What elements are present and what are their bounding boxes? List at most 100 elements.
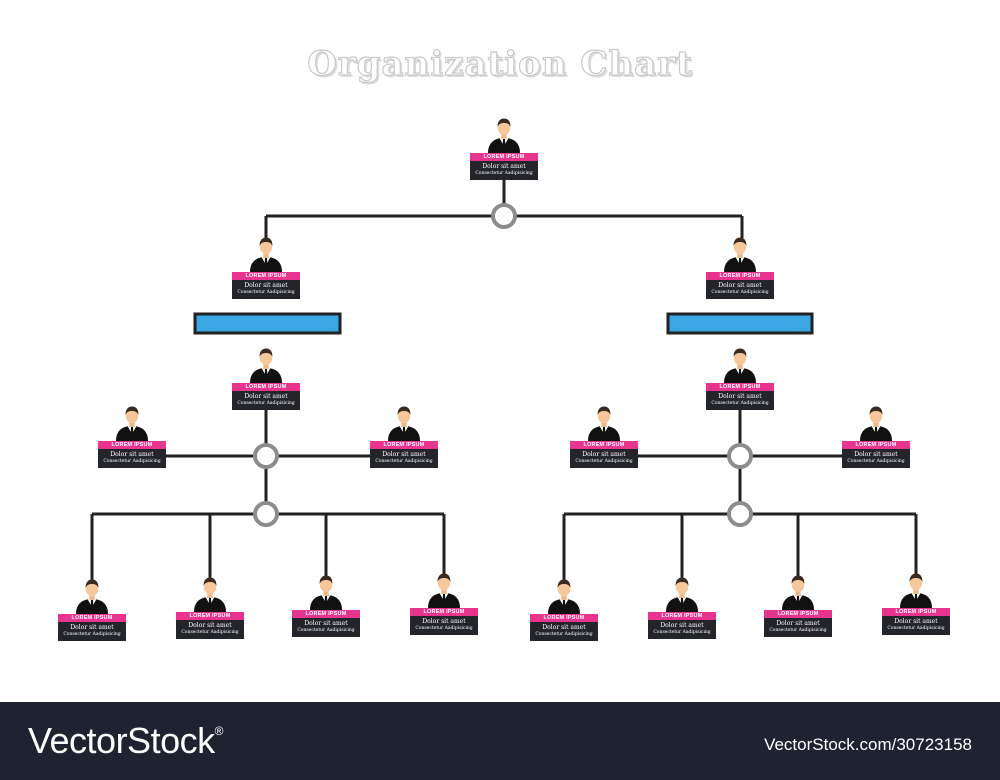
card-description: Consectetur Aadipisicing	[103, 459, 161, 464]
person-card-2: LOREM IPSUM Dolor sit amet Consectetur A…	[232, 236, 300, 299]
card-description: Consectetur Aadipisicing	[847, 459, 905, 464]
card-body: Dolor sit amet Consectetur Aadipisicing	[764, 618, 832, 637]
card-header-label: LOREM IPSUM	[470, 153, 538, 161]
card-body: Dolor sit amet Consectetur Aadipisicing	[706, 391, 774, 410]
card-description: Consectetur Aadipisicing	[375, 459, 433, 464]
person-icon	[724, 237, 756, 272]
person-icon	[666, 577, 698, 612]
person-icon	[782, 575, 814, 610]
card-header-label: LOREM IPSUM	[648, 612, 716, 620]
hub-circle-right-bottom	[727, 501, 753, 527]
card-header-label: LOREM IPSUM	[292, 610, 360, 618]
card-description: Consectetur Aadipisicing	[237, 401, 295, 406]
card-body: Dolor sit amet Consectetur Aadipisicing	[98, 449, 166, 468]
person-card-14: LOREM IPSUM Dolor sit amet Consectetur A…	[530, 578, 598, 641]
person-card-13: LOREM IPSUM Dolor sit amet Consectetur A…	[410, 572, 478, 635]
image-id: VectorStock.com/30723158	[764, 735, 972, 754]
card-body: Dolor sit amet Consectetur Aadipisicing	[58, 622, 126, 641]
card-description: Consectetur Aadipisicing	[181, 630, 239, 635]
card-name: Dolor sit amet	[894, 618, 938, 625]
card-body: Dolor sit amet Consectetur Aadipisicing	[232, 391, 300, 410]
card-name: Dolor sit amet	[718, 393, 762, 400]
card-description: Consectetur Aadipisicing	[475, 171, 533, 176]
card-header-label: LOREM IPSUM	[882, 608, 950, 616]
card-name: Dolor sit amet	[188, 622, 232, 629]
card-body: Dolor sit amet Consectetur Aadipisicing	[470, 161, 538, 180]
chart-title: Organization Chart	[307, 43, 693, 84]
card-header-label: LOREM IPSUM	[232, 383, 300, 391]
card-header-label: LOREM IPSUM	[706, 272, 774, 280]
card-body: Dolor sit amet Consectetur Aadipisicing	[706, 280, 774, 299]
person-card-8: LOREM IPSUM Dolor sit amet Consectetur A…	[570, 405, 638, 468]
card-body: Dolor sit amet Consectetur Aadipisicing	[530, 622, 598, 641]
card-name: Dolor sit amet	[110, 451, 154, 458]
card-body: Dolor sit amet Consectetur Aadipisicing	[232, 280, 300, 299]
person-icon	[428, 573, 460, 608]
card-name: Dolor sit amet	[776, 620, 820, 627]
person-card-6: LOREM IPSUM Dolor sit amet Consectetur A…	[98, 405, 166, 468]
card-description: Consectetur Aadipisicing	[653, 630, 711, 635]
card-header-label: LOREM IPSUM	[706, 383, 774, 391]
card-header-label: LOREM IPSUM	[570, 441, 638, 449]
person-icon	[194, 577, 226, 612]
hub-circle-right-middle	[727, 443, 753, 469]
card-description: Consectetur Aadipisicing	[237, 290, 295, 295]
card-name: Dolor sit amet	[582, 451, 626, 458]
card-header-label: LOREM IPSUM	[764, 610, 832, 618]
card-body: Dolor sit amet Consectetur Aadipisicing	[410, 616, 478, 635]
card-header-label: LOREM IPSUM	[530, 614, 598, 622]
card-header-label: LOREM IPSUM	[176, 612, 244, 620]
person-card-3: LOREM IPSUM Dolor sit amet Consectetur A…	[706, 236, 774, 299]
card-name: Dolor sit amet	[854, 451, 898, 458]
card-description: Consectetur Aadipisicing	[711, 401, 769, 406]
card-body: Dolor sit amet Consectetur Aadipisicing	[176, 620, 244, 639]
org-chart-diagram	[90, 180, 918, 580]
card-description: Consectetur Aadipisicing	[297, 628, 355, 633]
person-card-11: LOREM IPSUM Dolor sit amet Consectetur A…	[176, 576, 244, 639]
person-icon	[310, 575, 342, 610]
card-header-label: LOREM IPSUM	[232, 272, 300, 280]
card-name: Dolor sit amet	[244, 282, 288, 289]
card-body: Dolor sit amet Consectetur Aadipisicing	[648, 620, 716, 639]
card-name: Dolor sit amet	[70, 624, 114, 631]
person-card-17: LOREM IPSUM Dolor sit amet Consectetur A…	[882, 572, 950, 635]
card-name: Dolor sit amet	[718, 282, 762, 289]
card-header-label: LOREM IPSUM	[842, 441, 910, 449]
person-icon	[588, 406, 620, 441]
person-card-15: LOREM IPSUM Dolor sit amet Consectetur A…	[648, 576, 716, 639]
person-icon	[860, 406, 892, 441]
person-icon	[488, 118, 520, 153]
card-description: Consectetur Aadipisicing	[63, 632, 121, 637]
card-header-label: LOREM IPSUM	[410, 608, 478, 616]
card-name: Dolor sit amet	[482, 163, 526, 170]
card-description: Consectetur Aadipisicing	[575, 459, 633, 464]
person-card-1: LOREM IPSUM Dolor sit amet Consectetur A…	[470, 117, 538, 180]
footer-bar: VectorStock® VectorStock.com/30723158	[0, 702, 1000, 780]
person-icon	[76, 579, 108, 614]
person-icon	[900, 573, 932, 608]
person-card-12: LOREM IPSUM Dolor sit amet Consectetur A…	[292, 574, 360, 637]
card-body: Dolor sit amet Consectetur Aadipisicing	[842, 449, 910, 468]
person-icon	[548, 579, 580, 614]
person-icon	[250, 348, 282, 383]
card-description: Consectetur Aadipisicing	[415, 626, 473, 631]
person-card-7: LOREM IPSUM Dolor sit amet Consectetur A…	[370, 405, 438, 468]
person-card-10: LOREM IPSUM Dolor sit amet Consectetur A…	[58, 578, 126, 641]
card-header-label: LOREM IPSUM	[370, 441, 438, 449]
person-icon	[388, 406, 420, 441]
card-header-label: LOREM IPSUM	[98, 441, 166, 449]
person-card-5: LOREM IPSUM Dolor sit amet Consectetur A…	[706, 347, 774, 410]
vectorstock-logo: VectorStock®	[28, 720, 223, 761]
card-body: Dolor sit amet Consectetur Aadipisicing	[570, 449, 638, 468]
card-name: Dolor sit amet	[660, 622, 704, 629]
card-description: Consectetur Aadipisicing	[887, 626, 945, 631]
card-name: Dolor sit amet	[382, 451, 426, 458]
department-bar-right	[666, 312, 814, 335]
person-card-9: LOREM IPSUM Dolor sit amet Consectetur A…	[842, 405, 910, 468]
card-header-label: LOREM IPSUM	[58, 614, 126, 622]
person-icon	[250, 237, 282, 272]
card-body: Dolor sit amet Consectetur Aadipisicing	[882, 616, 950, 635]
card-description: Consectetur Aadipisicing	[769, 628, 827, 633]
card-description: Consectetur Aadipisicing	[535, 632, 593, 637]
card-body: Dolor sit amet Consectetur Aadipisicing	[292, 618, 360, 637]
